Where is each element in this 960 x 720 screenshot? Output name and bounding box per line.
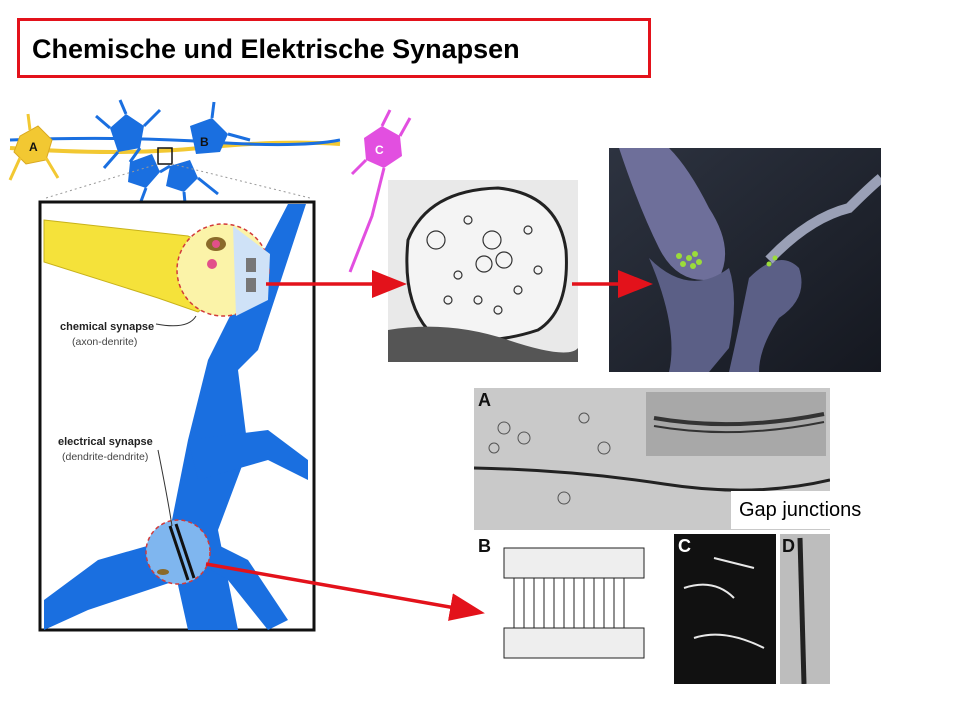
title-box: Chemische und Elektrische Synapsen [17,18,651,78]
neuron-c-label: C [375,143,384,157]
micrograph-a-label: A [478,390,491,410]
micrograph-c-label: C [678,536,691,556]
arrow-to-gap-junction [205,562,485,621]
electrical-synapse-label: electrical synapse [58,436,153,448]
neuron-a-label: A [29,140,38,154]
neuron-cluster [95,99,251,215]
chemical-synapse-sub: (axon-denrite) [72,336,137,348]
gap-junction-micrographs: A B C D [474,388,830,684]
neuron-overview: A B C [8,99,412,273]
micrograph-d-label: D [782,536,795,556]
neuron-b-label: B [200,135,209,149]
page-title: Chemische und Elektrische Synapsen [32,34,520,64]
electrical-synapse-circle [145,519,211,585]
electrical-synapse-sub: (dendrite-dendrite) [62,451,148,463]
zoom-box [157,147,173,165]
synapse-3d-render [609,148,881,372]
micrograph-b-label: B [478,536,491,556]
chemical-synapse-label: chemical synapse [60,321,154,333]
synapse-schematic: chemical synapse (axon-denrite) electric… [38,200,316,632]
gap-junctions-label: Gap junctions [731,491,883,529]
neuron-a: A [8,113,60,181]
chemical-synapse-circle [176,223,270,317]
em-micrograph-chemical [388,180,578,362]
neuron-c: C [348,109,412,273]
